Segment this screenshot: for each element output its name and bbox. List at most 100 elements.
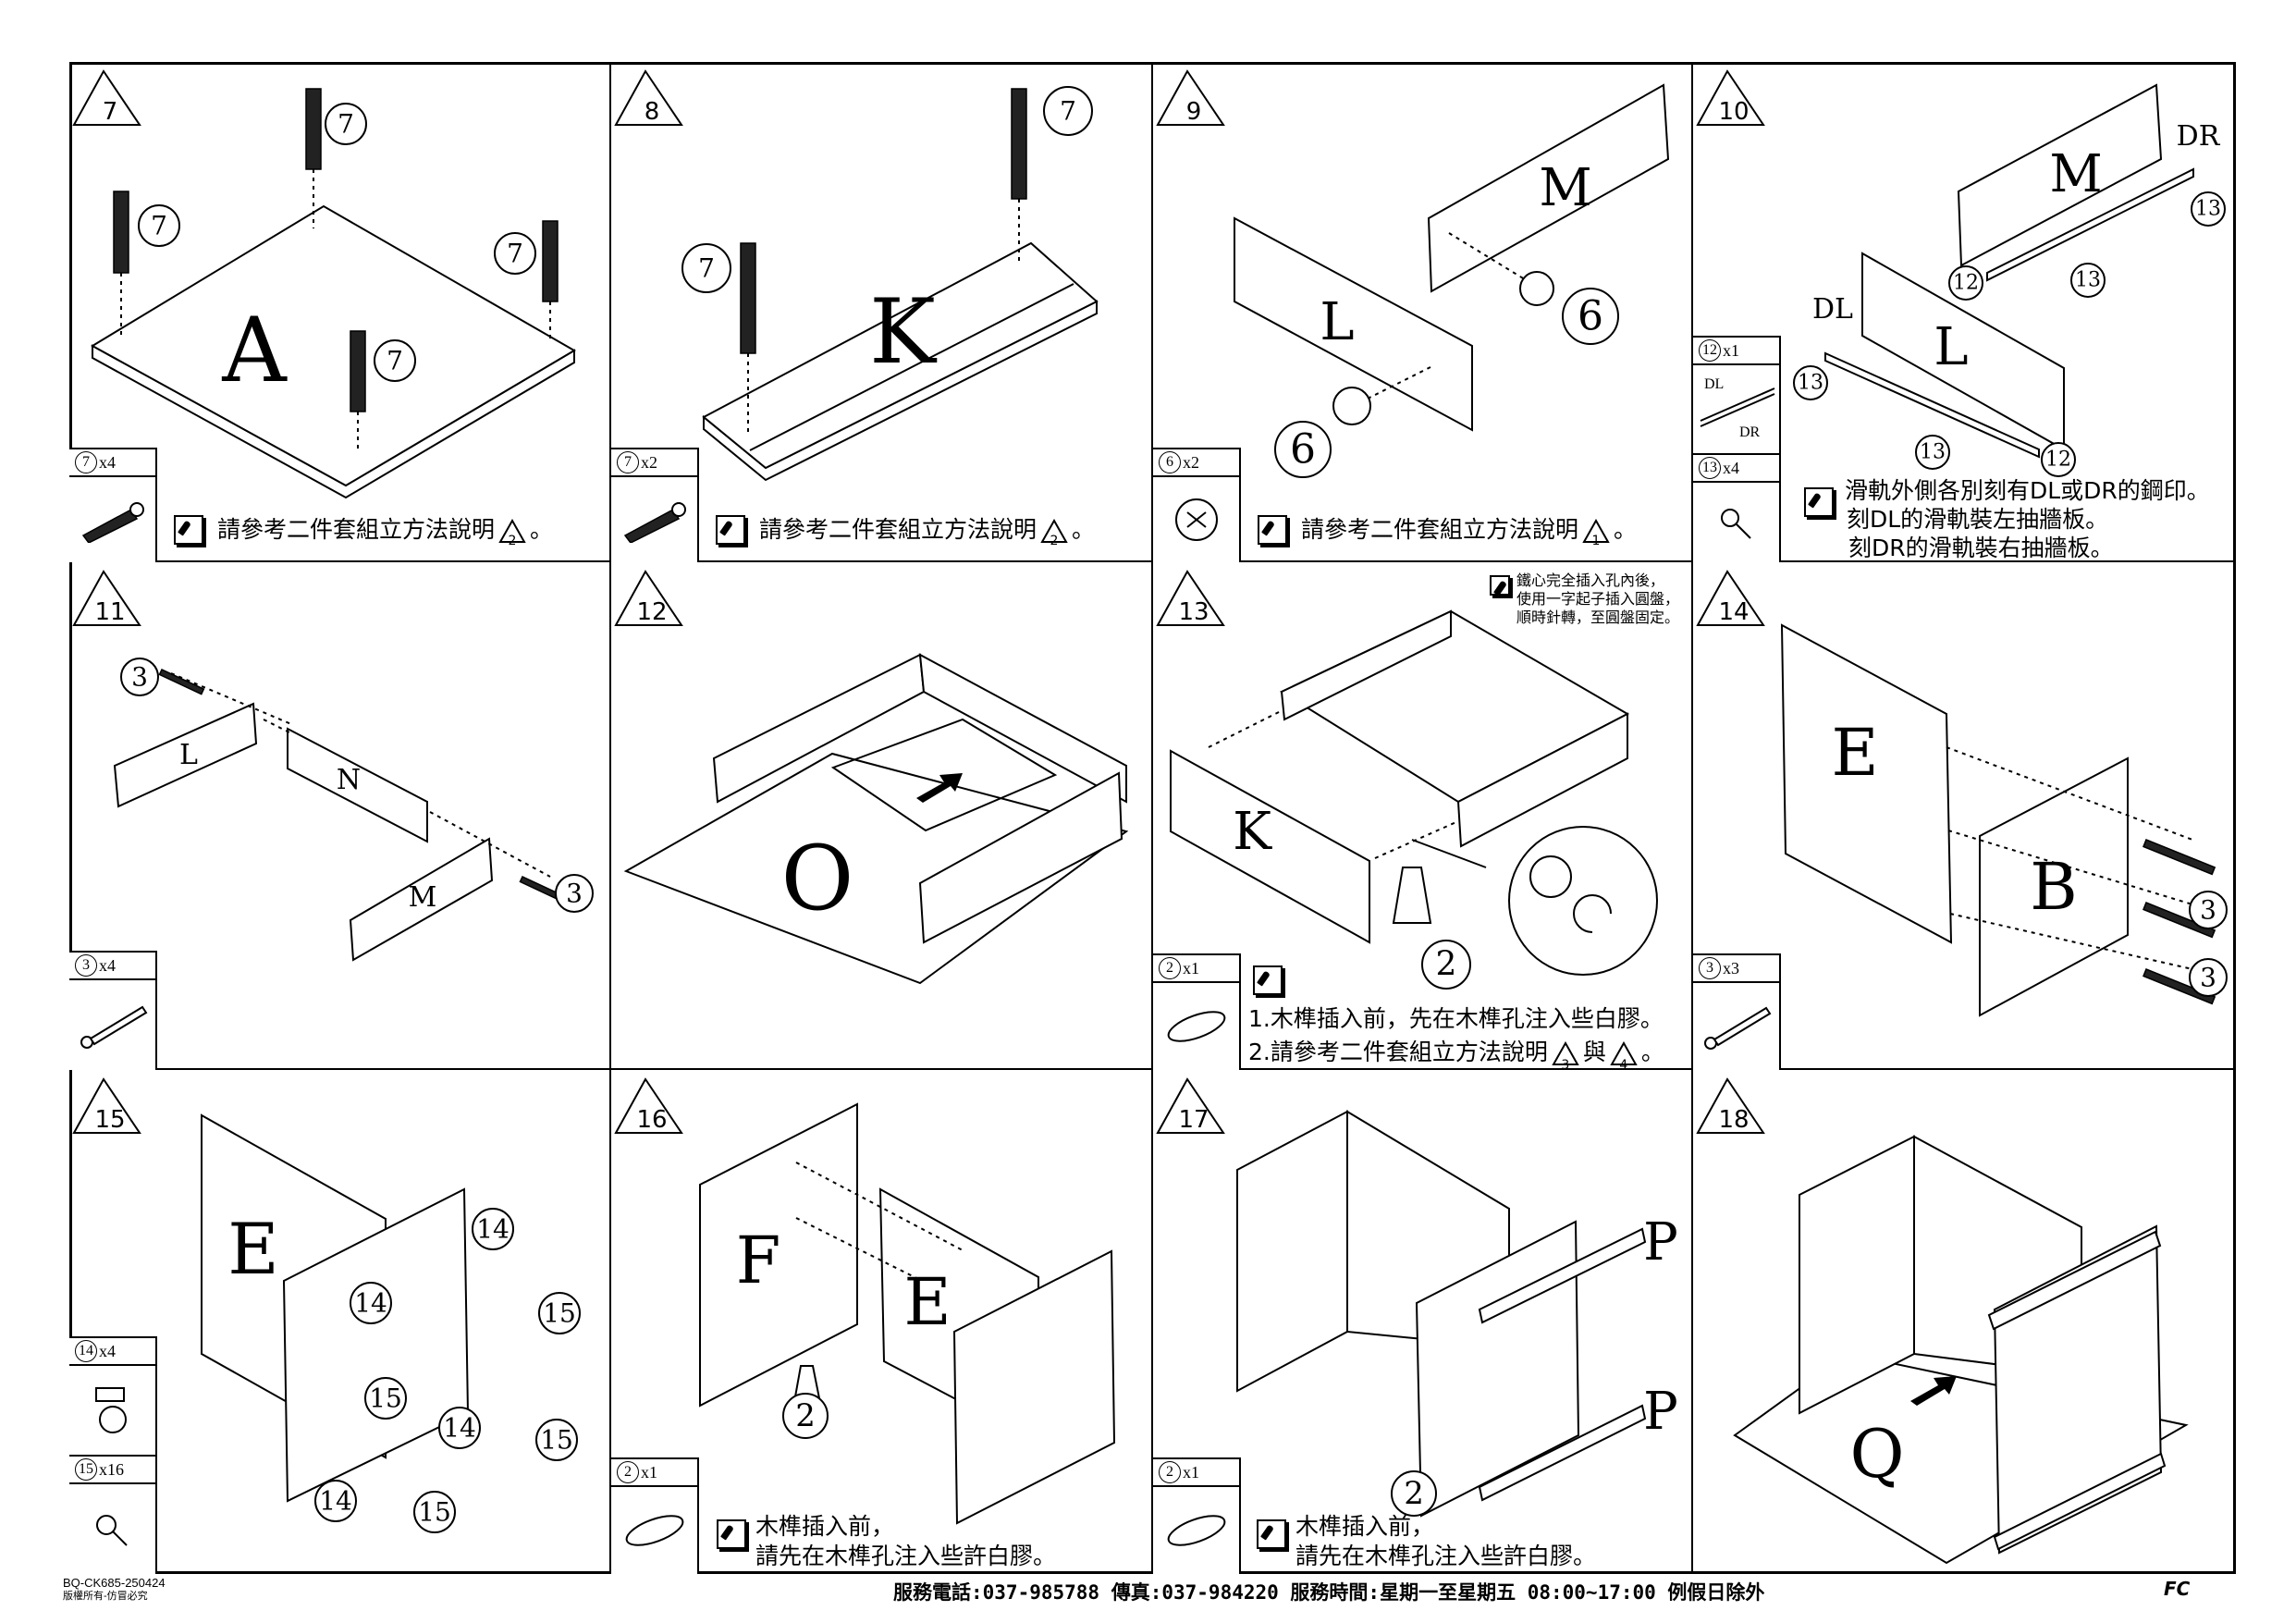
part-letter: M — [2049, 144, 2102, 204]
step-marker-icon — [1696, 570, 1765, 626]
callout-3: 3 — [555, 874, 594, 913]
svg-text:13: 13 — [1920, 441, 1946, 464]
screw-icon — [1703, 1006, 1771, 1050]
svg-text:14: 14 — [476, 1214, 510, 1245]
screw-icon — [2143, 902, 2216, 939]
svg-text:3: 3 — [2200, 963, 2216, 993]
part-letter: B — [2030, 849, 2077, 925]
document-code: BQ-CK685-250424 版權所有-仿冒必究 — [63, 1576, 166, 1602]
step-marker-icon — [1696, 1077, 1765, 1134]
part-letter: P — [1643, 1212, 1678, 1273]
callout-15: 15 — [364, 1377, 407, 1420]
step-10-illustration: 10 M DR L DL 13 13 13 13 12 12 — [1696, 69, 2226, 477]
callout-7: 7 — [138, 204, 180, 247]
cam-bolt-icon — [1011, 88, 1027, 200]
tip-icon — [1490, 575, 1510, 596]
svg-text:2: 2 — [795, 1397, 816, 1434]
note-icon — [1258, 515, 1287, 545]
board-l — [1234, 216, 1473, 432]
rail-p — [1478, 1227, 1647, 1324]
svg-text:3: 3 — [131, 662, 148, 693]
step-11-illustration: 11 L N M 3 3 — [72, 570, 594, 962]
cam-bolt-icon — [623, 502, 686, 543]
reference-triangle-icon: 1 — [1582, 519, 1610, 548]
service-info: 服務電話:037-985788 傳真:037-984220 服務時間:星期一至星… — [893, 1581, 1765, 1604]
part-letter: N — [337, 764, 361, 796]
caster-icon — [94, 1387, 127, 1433]
board-m — [1427, 83, 1670, 293]
svg-text:12: 12 — [2045, 449, 2071, 472]
svg-text:14: 14 — [354, 1288, 387, 1319]
board-m — [349, 837, 494, 962]
callout-14: 14 — [350, 1282, 392, 1324]
callout-7: 7 — [1043, 86, 1093, 136]
board-front — [952, 1249, 1116, 1525]
part-letter: E — [903, 1264, 951, 1340]
cam-lock-icon — [1332, 387, 1371, 425]
svg-text:2: 2 — [1436, 946, 1457, 984]
screw-icon — [158, 669, 205, 695]
drawer-rail — [1986, 167, 2194, 282]
step-13-illustration: 13 K 2 — [1156, 570, 1658, 990]
reference-triangle-icon: 4 — [1610, 1041, 1638, 1073]
note-text: 木榫插入前，請先在木榫孔注入些許白膠。 — [1295, 1513, 1597, 1569]
note-icon — [717, 1519, 746, 1549]
step-number: 10 — [1718, 98, 1749, 126]
step-marker-icon — [1156, 1077, 1225, 1134]
step-marker-icon — [614, 570, 683, 626]
svg-text:13: 13 — [2195, 198, 2221, 221]
step-7-illustration: 7 A 7 7 7 7 — [72, 69, 576, 499]
step-marker-icon — [1156, 69, 1225, 126]
part-letter: P — [1643, 1382, 1678, 1442]
board-m — [1957, 83, 2163, 267]
callout-15: 15 — [535, 1419, 578, 1461]
note-icon — [1804, 487, 1834, 517]
svg-text:3: 3 — [2200, 895, 2216, 926]
board-e — [1780, 623, 1953, 944]
board-a — [91, 204, 576, 487]
drawer-side-front — [918, 771, 1123, 944]
note-text: 滑軌外側各別刻有DL或DR的鋼印。 刻DL的滑軌裝左抽牆板。 刻DR的滑軌裝右抽… — [1845, 477, 2210, 561]
step-number: 14 — [1718, 598, 1749, 626]
part-letter: Q — [1849, 1415, 1904, 1493]
step-number: 16 — [636, 1106, 667, 1134]
callout-3: 3 — [2189, 891, 2228, 929]
step-number: 11 — [94, 598, 125, 626]
board-l — [113, 702, 258, 808]
board-n — [287, 727, 428, 843]
step-12-panel: 12 O — [611, 562, 1153, 1070]
callout-13: 13 — [2191, 191, 2226, 227]
step-number: 8 — [645, 98, 660, 126]
step-number: 15 — [94, 1106, 125, 1134]
cam-bolt-icon — [113, 191, 129, 274]
board-left — [1236, 1110, 1348, 1393]
callout-13: 13 — [1793, 365, 1828, 400]
part-letter: F — [736, 1223, 781, 1298]
drawer-bottom-o — [623, 752, 1129, 985]
callout-15: 15 — [413, 1491, 456, 1533]
callout-7: 7 — [374, 339, 416, 382]
screw-icon — [2143, 839, 2216, 876]
tip-text: 鐵心完全插入孔內後，使用一字起子插入圓盤，順時針轉，至圓盤固定。 — [1516, 572, 1680, 626]
step-number: 17 — [1178, 1106, 1209, 1134]
part-letter: L — [1934, 317, 1968, 377]
callout-14: 14 — [472, 1208, 514, 1250]
part-letter: K — [1233, 802, 1272, 862]
step-marker-icon — [614, 69, 683, 126]
rail-top — [1987, 1230, 2162, 1331]
callout-14: 14 — [438, 1407, 481, 1449]
dowel-icon — [1392, 867, 1432, 924]
